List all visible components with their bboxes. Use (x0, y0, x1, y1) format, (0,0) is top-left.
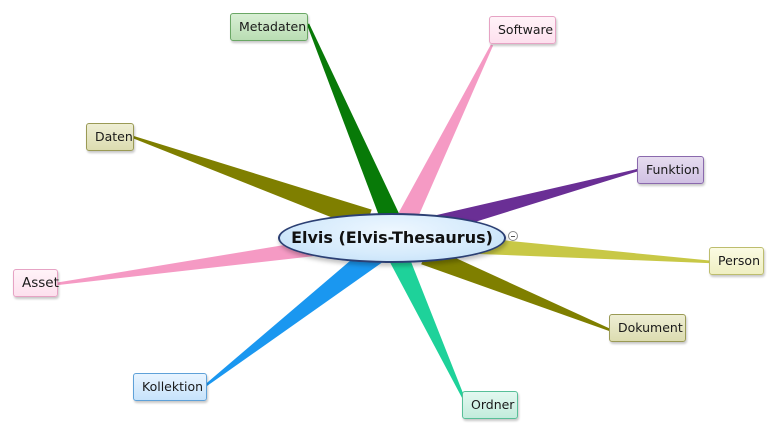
topic-ordner[interactable]: Ordner (462, 391, 518, 419)
connector-metadaten (306, 23, 402, 226)
topic-metadaten[interactable]: Metadaten (230, 13, 308, 41)
topic-label: Funktion (646, 162, 700, 177)
central-topic-label: Elvis (Elvis-Thesaurus) (291, 228, 493, 247)
topic-daten[interactable]: Daten (86, 123, 134, 151)
topic-kollektion[interactable]: Kollektion (133, 373, 207, 401)
collapse-toggle-icon[interactable] (508, 231, 518, 241)
connector-asset (55, 240, 317, 286)
topic-dokument[interactable]: Dokument (609, 314, 686, 342)
central-topic[interactable]: Elvis (Elvis-Thesaurus) (278, 213, 506, 263)
connector-kollektion (204, 245, 382, 387)
connector-dokument (421, 245, 611, 332)
topic-label: Daten (95, 129, 133, 144)
topic-label: Metadaten (239, 19, 307, 34)
topic-software[interactable]: Software (489, 16, 556, 44)
connector-software (396, 44, 494, 227)
topic-label: Person (718, 253, 761, 268)
topic-label: Asset (22, 275, 59, 291)
connector-person (479, 238, 713, 264)
topic-label: Kollektion (142, 379, 204, 394)
topic-label: Ordner (471, 397, 515, 412)
topic-funktion[interactable]: Funktion (637, 156, 704, 184)
topic-label: Software (498, 22, 554, 37)
topic-label: Dokument (618, 320, 683, 335)
connector-ordner (388, 251, 466, 400)
topic-person[interactable]: Person (709, 247, 764, 275)
topic-asset[interactable]: Asset (13, 269, 59, 297)
connector-funktion (435, 168, 639, 233)
connector-daten (132, 135, 372, 231)
